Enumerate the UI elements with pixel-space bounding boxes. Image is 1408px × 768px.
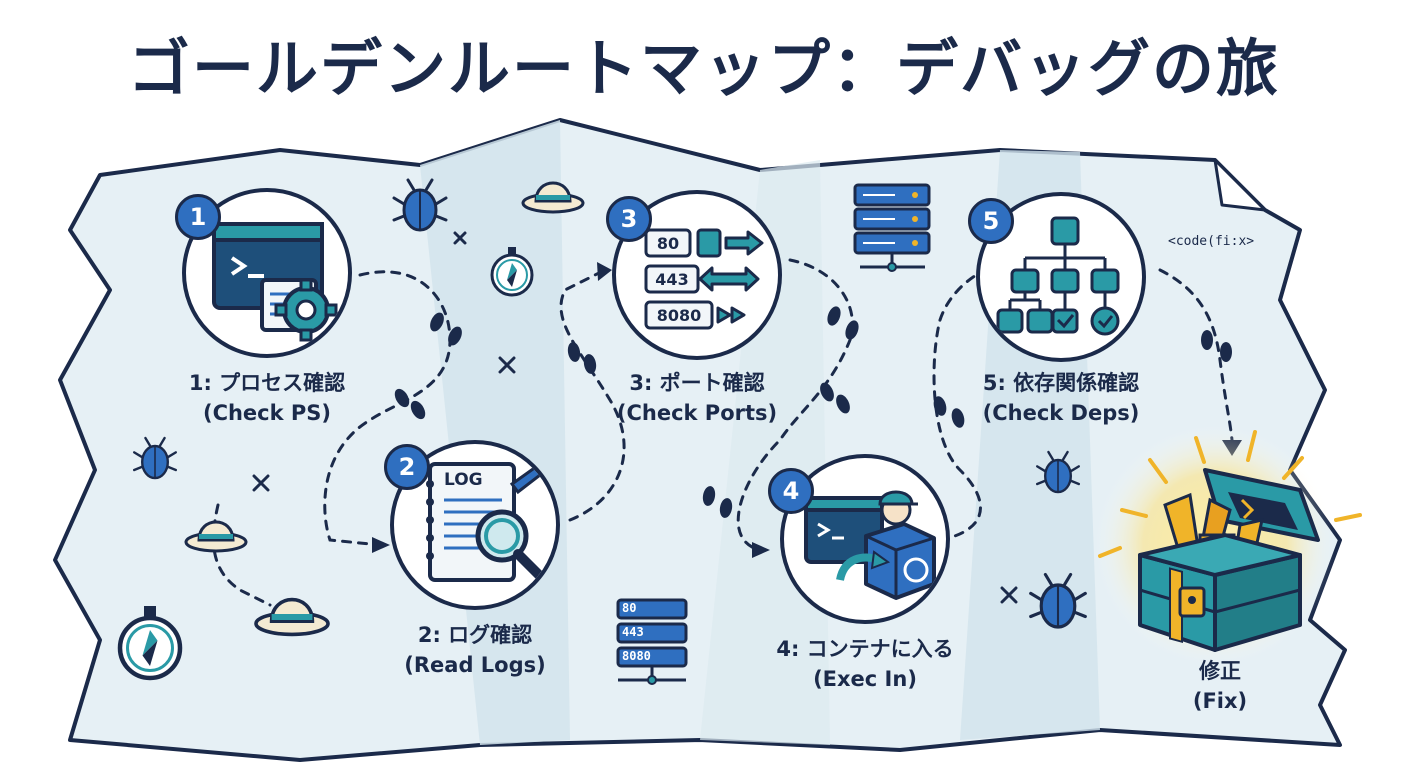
port-80-text: 80 bbox=[656, 234, 680, 253]
explorer-hat-icon bbox=[184, 520, 248, 553]
step-5-badge: 5 bbox=[968, 198, 1014, 244]
bug-icon bbox=[1029, 572, 1087, 629]
step-1-badge: 1 bbox=[175, 194, 221, 240]
log-text: LOG bbox=[444, 470, 483, 490]
step-3-label: 3: ポート確認 (Check Ports) bbox=[567, 368, 827, 428]
step-1-label-en: (Check PS) bbox=[202, 401, 332, 425]
arrow-icon bbox=[870, 550, 891, 570]
step-3-label-ja: 3: ポート確認 bbox=[629, 371, 765, 395]
step-3-circle: 80 443 8080 bbox=[612, 190, 782, 360]
server-port-443: 443 bbox=[622, 625, 644, 639]
server-port-8080: 8080 bbox=[622, 649, 651, 663]
compass-icon bbox=[117, 606, 183, 681]
x-mark-icon bbox=[252, 231, 1018, 604]
check-icon bbox=[1056, 314, 1114, 329]
step-2-label-ja: 2: ログ確認 bbox=[417, 623, 533, 647]
step-4-badge: 4 bbox=[768, 468, 814, 514]
server-port-labels: 80 443 8080 bbox=[618, 600, 686, 670]
step-3-label-en: (Check Ports) bbox=[616, 401, 778, 425]
step-2-label: 2: ログ確認 (Read Logs) bbox=[345, 620, 605, 680]
magnifier-icon bbox=[475, 509, 549, 585]
server-rack-icon bbox=[853, 183, 931, 272]
dashed-route bbox=[212, 258, 1234, 607]
map-fold-2 bbox=[700, 160, 830, 745]
dependency-tree-icon bbox=[996, 216, 1120, 336]
footprints-icon bbox=[394, 306, 1232, 518]
step-2-label-en: (Read Logs) bbox=[404, 653, 546, 677]
fix-label-ja: 修正 bbox=[1199, 659, 1241, 683]
server-port-80: 80 bbox=[622, 601, 637, 615]
arrow-icon bbox=[698, 230, 764, 324]
bug-icon bbox=[132, 436, 178, 480]
code-snippet: <code(fi:x> bbox=[1168, 234, 1255, 249]
step-4-label: 4: コンテナに入る (Exec In) bbox=[735, 634, 995, 694]
step-5-label-en: (Check Deps) bbox=[982, 401, 1140, 425]
step-4-label-en: (Exec In) bbox=[813, 667, 917, 691]
fix-label: 修正 (Fix) bbox=[1090, 656, 1350, 716]
explorer-hat-icon bbox=[254, 597, 330, 637]
pen-icon bbox=[509, 461, 546, 495]
bug-icon bbox=[392, 178, 448, 232]
step-5-label-ja: 5: 依存関係確認 bbox=[982, 371, 1140, 395]
step-4-label-ja: 4: コンテナに入る bbox=[776, 637, 954, 661]
gear-icon bbox=[274, 278, 338, 342]
step-3-badge: 3 bbox=[606, 196, 652, 242]
bug-icon bbox=[1035, 450, 1081, 494]
container-box-icon bbox=[864, 522, 936, 600]
step-2-badge: 2 bbox=[384, 444, 430, 490]
treasure-chest-icon: </> bbox=[1138, 468, 1320, 652]
fix-label-en: (Fix) bbox=[1192, 689, 1248, 713]
port-8080-text: 8080 bbox=[656, 306, 702, 325]
explorer-hat-icon bbox=[521, 181, 585, 214]
step-1-label: 1: プロセス確認 (Check PS) bbox=[137, 368, 397, 428]
developer-avatar-icon bbox=[878, 490, 918, 526]
step-1-label-ja: 1: プロセス確認 bbox=[188, 371, 346, 395]
treasure-rays bbox=[1098, 430, 1362, 558]
step-2-circle: LOG bbox=[390, 440, 560, 610]
compass-icon bbox=[490, 247, 534, 297]
map-corner bbox=[1213, 158, 1267, 212]
port-443-text: 443 bbox=[655, 270, 689, 289]
page-title: ゴールデンルートマップ：デバッグの旅 bbox=[127, 32, 1280, 105]
server-rack-icon bbox=[616, 598, 688, 685]
step-5-label: 5: 依存関係確認 (Check Deps) bbox=[931, 368, 1191, 428]
